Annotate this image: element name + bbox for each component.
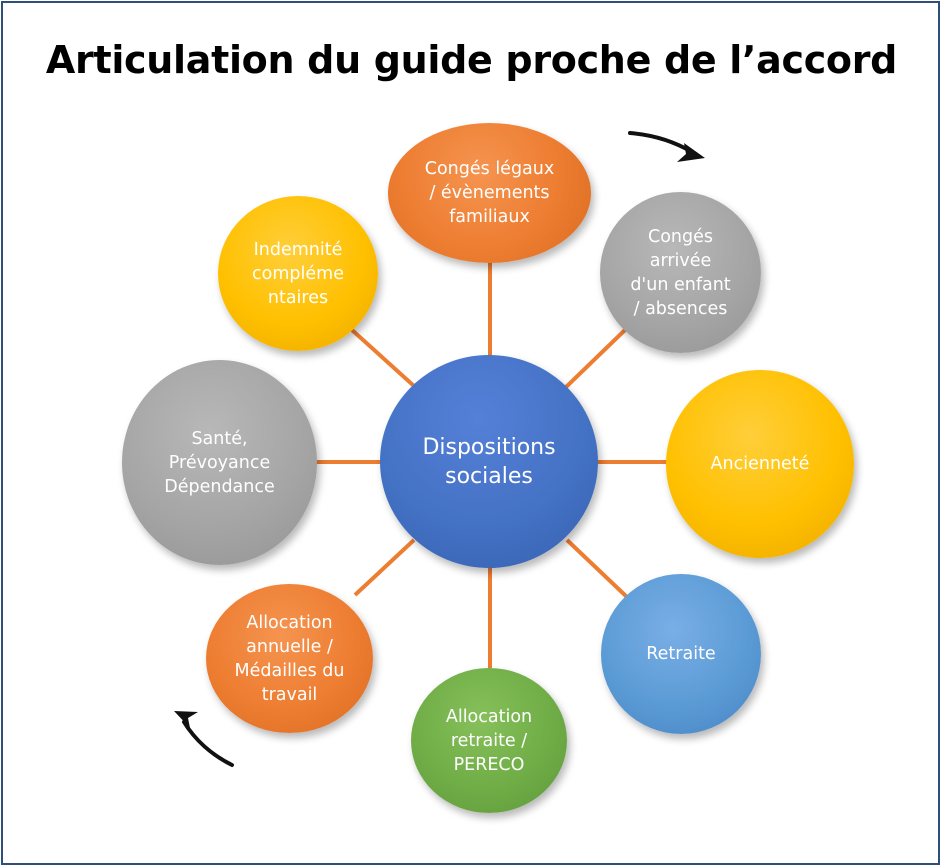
node-conges-legaux-label: Congés légaux / évènements familiaux [424,159,555,227]
node-dispositions-sociales[interactable]: Dispositions sociales [380,355,598,568]
node-sante-label: Santé, Prévoyance Dépendance [164,428,275,497]
page-title: Articulation du guide proche de l’accord [45,38,898,82]
node-allocation-annuelle[interactable]: Allocation annuelle / Médailles du trava… [206,584,373,733]
node-sante[interactable]: Santé, Prévoyance Dépendance [122,360,317,565]
node-allocation-retraite[interactable]: Allocation retraite / PERECO [411,668,567,813]
node-allocation-annuelle-label: Allocation annuelle / Médailles du trava… [234,612,345,705]
node-indemnite-label: Indemnité compléme ntaires [252,239,344,308]
connector-indemnite [350,328,416,388]
clockwise-arrow-top-right-icon [628,131,705,162]
clockwise-arrow-bottom-left-icon [174,711,234,767]
connectors [316,260,668,668]
center-label: Dispositions sociales [422,434,556,489]
node-conges-legaux[interactable]: Congés légaux / évènements familiaux [388,123,591,263]
node-retraite[interactable]: Retraite [601,574,761,734]
connector-conges-arrivee [563,328,627,390]
connector-allocation-annuelle [353,538,416,597]
node-anciennete-label: Ancienneté [710,454,810,474]
node-conges-arrivee-label: Congés arrivée d'un enfant / absences [630,226,731,319]
node-anciennete[interactable]: Ancienneté [666,370,854,558]
connector-retraite [565,538,630,600]
node-retraite-label: Retraite [646,644,716,664]
node-allocation-retraite-label: Allocation retraite / PERECO [445,706,533,775]
node-conges-arrivee[interactable]: Congés arrivée d'un enfant / absences [600,192,761,353]
node-indemnite[interactable]: Indemnité compléme ntaires [218,196,378,351]
